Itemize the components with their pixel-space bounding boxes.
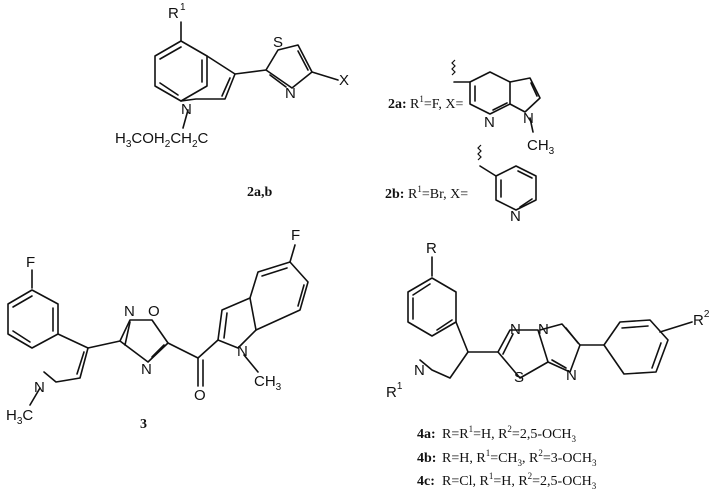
compound-label-2ab: 2a,b — [247, 185, 273, 200]
r1-atom-2: R — [168, 5, 179, 22]
variant-4c-label: 4c: — [417, 474, 435, 489]
azaindole-substituent — [451, 59, 541, 133]
pyridine-substituent — [477, 144, 537, 211]
variant-4a-label: 4a: — [417, 427, 436, 442]
o-carbonyl: O — [194, 387, 206, 404]
n-thiazole-atom-2: N — [285, 85, 296, 102]
variant-2a-label: 2a: — [388, 97, 407, 112]
r1-atom-4: R1 — [386, 381, 403, 401]
n-imidazole-atom: N — [566, 367, 577, 384]
variant-2b-label: 2b: — [385, 187, 404, 202]
s-atom-2: S — [273, 34, 283, 51]
compound-label-3: 3 — [140, 417, 147, 432]
n-bridge-atom: N — [538, 321, 549, 338]
variant-4b-text: R=H, R1=CH3, R2=3-OCH3 — [442, 448, 597, 468]
f-atom-3-left: F — [26, 254, 35, 271]
n-thiadiazole-atom: N — [510, 321, 521, 338]
compound-4 — [407, 256, 693, 379]
n-atom-2: N — [181, 101, 192, 118]
r2-atom-4: R2 — [693, 309, 710, 329]
variant-2a-text: R1=F, X= — [410, 94, 464, 112]
x-atom-2: X — [339, 72, 349, 89]
n-atom-3-left: N — [34, 379, 45, 396]
compound-2ab — [154, 21, 339, 129]
variant-2b-text: R1=Br, X= — [408, 184, 468, 202]
variant-4c-text: R=Cl, R1=H, R2=2,5-OCH3 — [442, 471, 597, 491]
n-oxadiazole-bottom: N — [141, 361, 152, 378]
o-oxadiazole: O — [148, 303, 160, 320]
n-oxadiazole-top: N — [124, 303, 135, 320]
n-pyridine-2a: N — [484, 114, 495, 131]
variant-4b-label: 4b: — [417, 451, 436, 466]
n-pyrrole-2a: N — [523, 110, 534, 127]
r-atom-4: R — [426, 240, 437, 257]
h3c-atom-3: H3C — [6, 407, 33, 427]
chain-2: H3COH2CH2C — [115, 130, 209, 150]
ch3-2a: CH3 — [527, 137, 555, 157]
variant-4a-text: R=R1=H, R2=2,5-OCH3 — [442, 424, 577, 444]
n-atom-4: N — [414, 362, 425, 379]
n-atom-3-right: N — [237, 343, 248, 360]
ch3-atom-3: CH3 — [254, 373, 282, 393]
s-atom-4: S — [514, 369, 524, 386]
f-atom-3-right: F — [291, 227, 300, 244]
compound-3 — [7, 244, 309, 406]
n-pyridine-2b: N — [510, 208, 521, 225]
r1-sup-2: 1 — [180, 2, 186, 13]
